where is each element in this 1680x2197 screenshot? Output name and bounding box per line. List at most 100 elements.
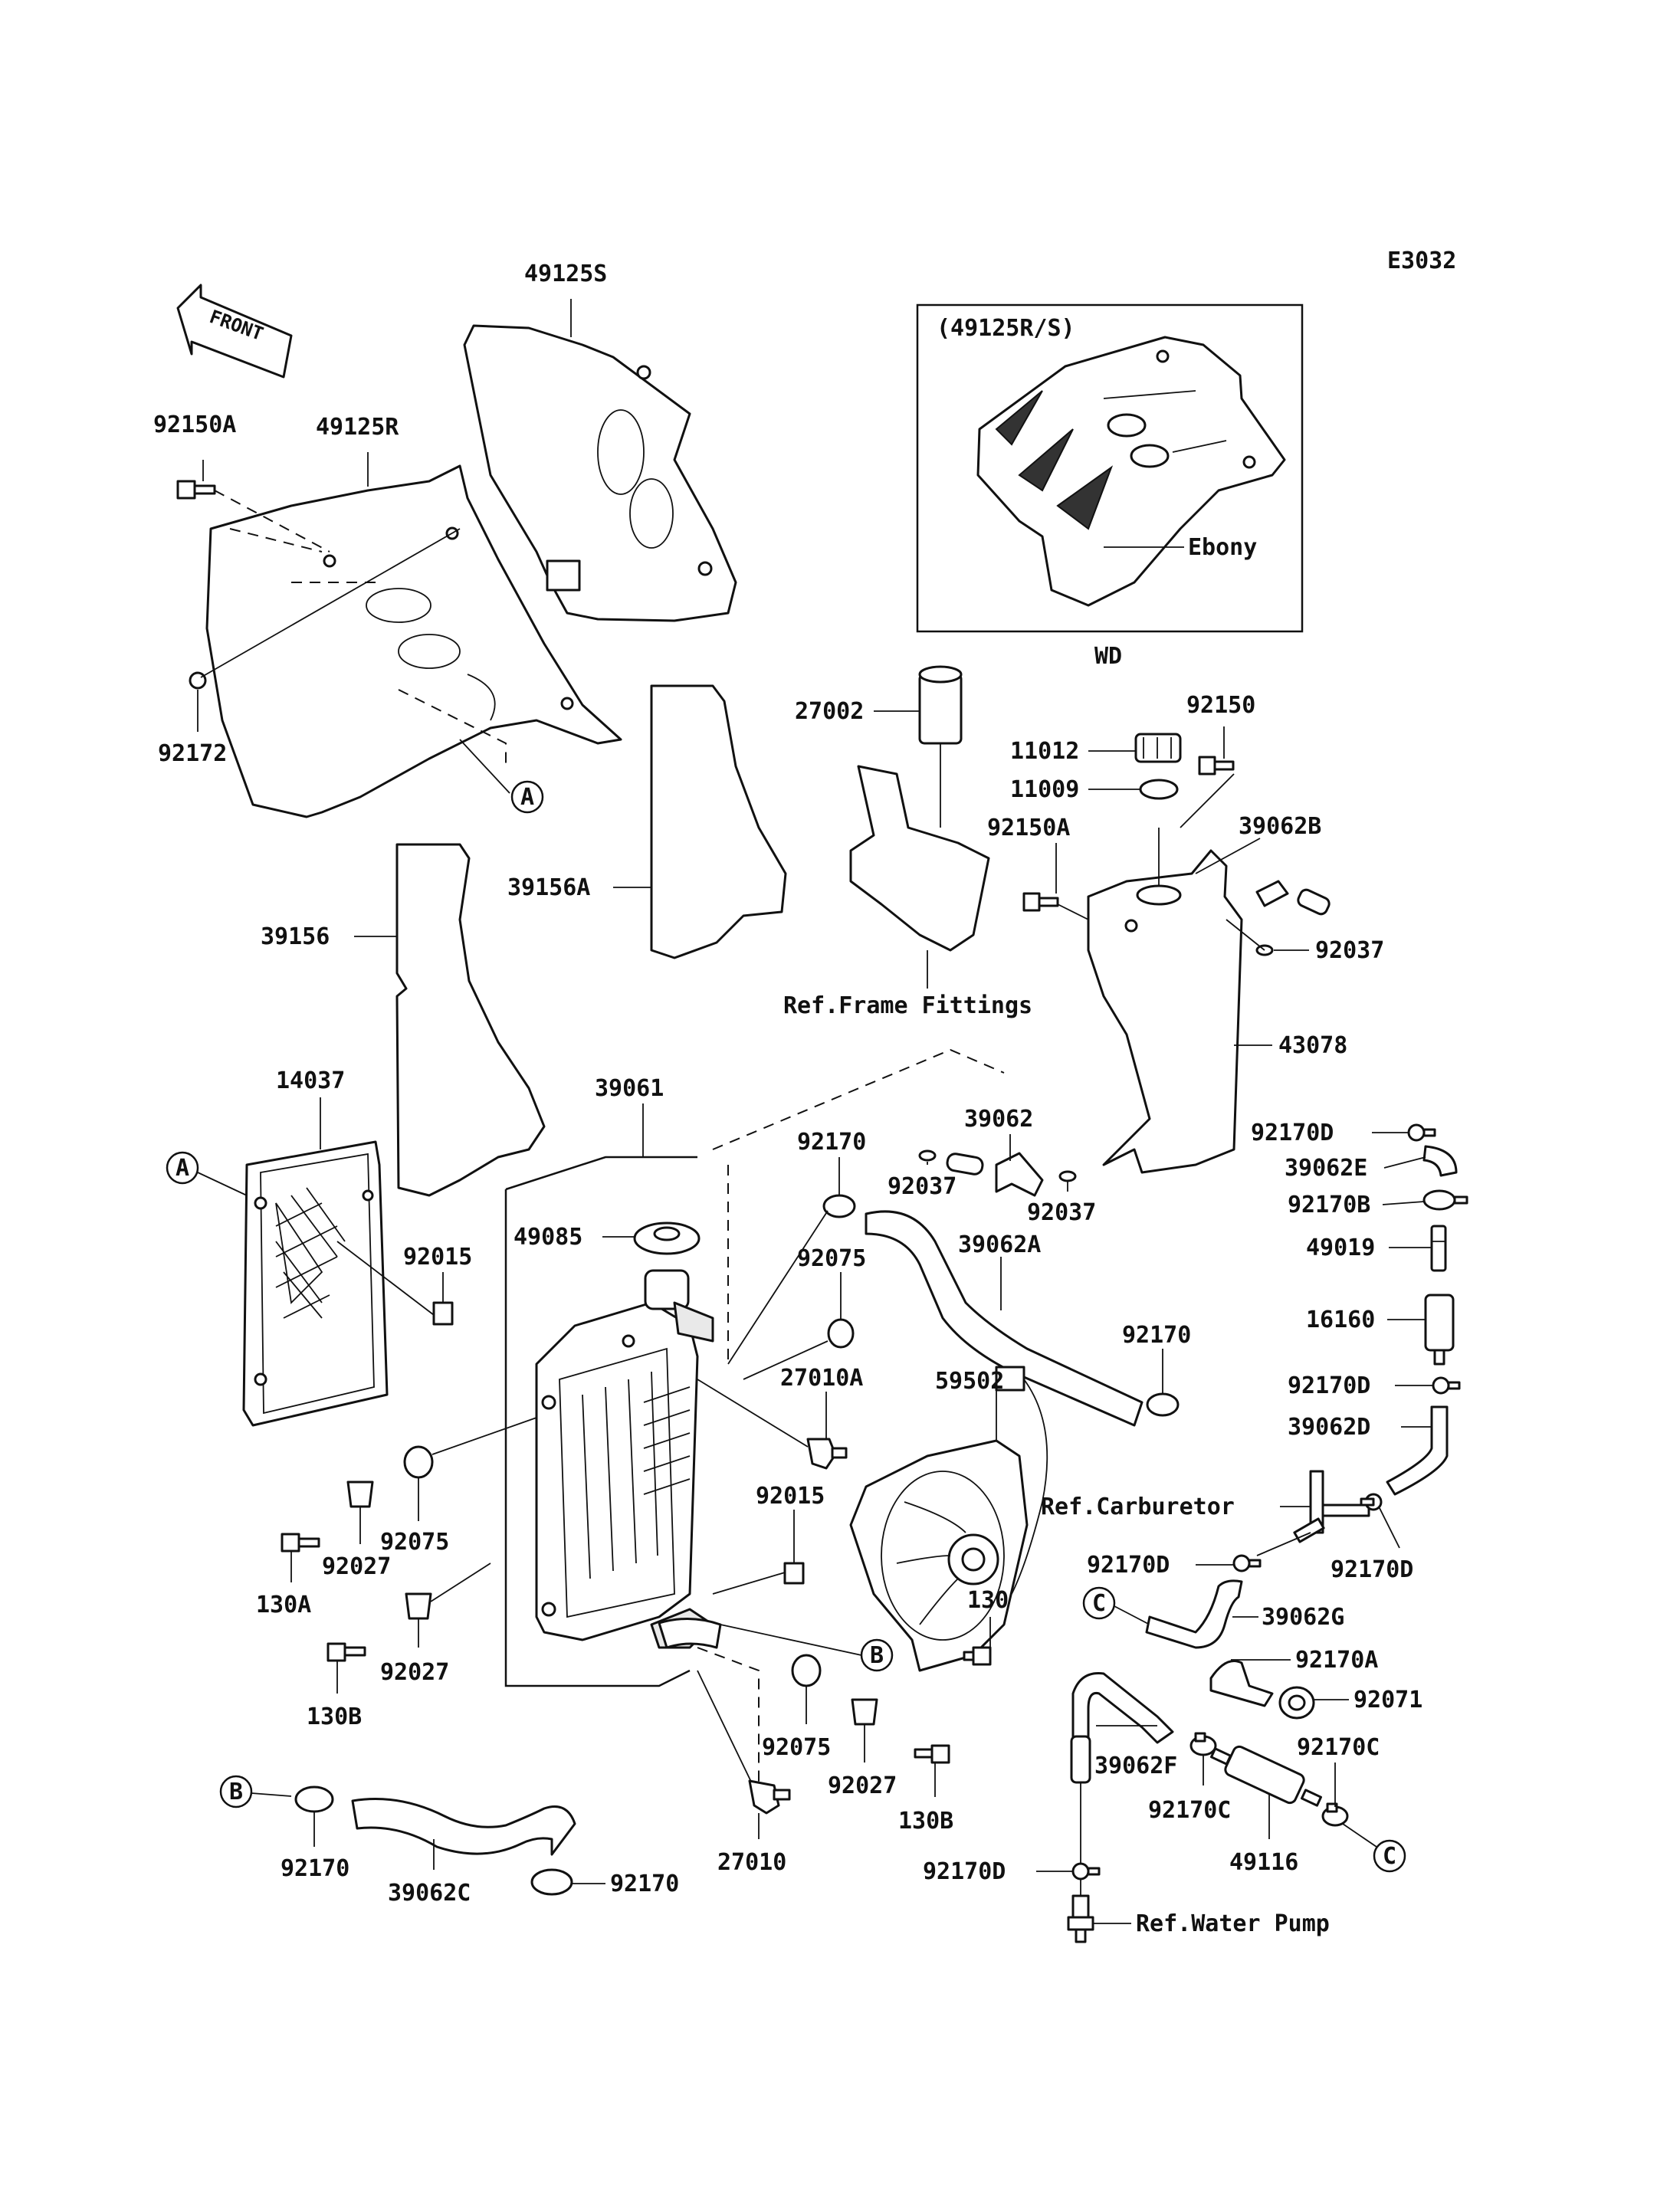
part-92170d-c: 92170D xyxy=(1331,1556,1413,1583)
screen-14037 xyxy=(242,1140,389,1427)
shroud-wd-graphic xyxy=(976,336,1286,607)
clip-92015-right xyxy=(783,1562,805,1585)
part-92027-b: 92027 xyxy=(380,1659,449,1686)
bolt-92150 xyxy=(1198,756,1235,776)
radiator-39061 xyxy=(535,1269,714,1649)
part-92170c-b: 92170C xyxy=(1297,1734,1380,1761)
part-27002: 27002 xyxy=(795,698,864,725)
grommet-92075-b xyxy=(403,1445,434,1479)
part-59502: 59502 xyxy=(935,1368,1004,1395)
radiator-cap-49085 xyxy=(633,1221,701,1255)
part-39062a: 39062A xyxy=(958,1231,1041,1258)
hose-39062e xyxy=(1422,1145,1458,1177)
frame-bracket xyxy=(849,765,990,952)
part-39062c: 39062C xyxy=(388,1880,471,1907)
hose-39062b xyxy=(1255,880,1331,916)
clamp-92170-a xyxy=(822,1194,856,1218)
part-92172: 92172 xyxy=(158,740,227,767)
part-92037-right: 92037 xyxy=(1315,937,1384,964)
clamp-92170-b xyxy=(1146,1392,1180,1417)
sensor-27010a xyxy=(806,1438,848,1470)
ref-carburetor: Ref.Carburetor xyxy=(1041,1494,1235,1520)
part-39062d: 39062D xyxy=(1288,1414,1370,1441)
callout-c-top-label: C xyxy=(1092,1590,1106,1617)
part-92015-left: 92015 xyxy=(403,1244,472,1271)
inset-color-label: Ebony xyxy=(1188,534,1257,561)
fan-59502 xyxy=(849,1366,1048,1672)
gasket-11009 xyxy=(1139,779,1179,800)
part-92170d-b: 92170D xyxy=(1288,1372,1370,1399)
grommet-92071 xyxy=(1278,1686,1315,1720)
hose-39062g xyxy=(1145,1579,1243,1649)
grommet-92075-c xyxy=(791,1654,822,1687)
part-92170a: 92170A xyxy=(1295,1647,1378,1674)
fitting-water-pump xyxy=(1067,1894,1094,1943)
part-11012: 11012 xyxy=(1010,738,1079,765)
clamp-92170a xyxy=(1209,1660,1274,1707)
part-39062f: 39062F xyxy=(1094,1753,1177,1779)
callout-a-left-label: A xyxy=(176,1155,189,1182)
part-39062b: 39062B xyxy=(1239,813,1321,840)
collar-92027-c xyxy=(851,1698,878,1726)
collar-92027-b xyxy=(405,1592,432,1620)
part-92170-b: 92170 xyxy=(1122,1322,1191,1349)
part-92170-a: 92170 xyxy=(797,1129,866,1156)
part-92037-b: 92037 xyxy=(888,1173,956,1200)
part-92075-a: 92075 xyxy=(797,1245,866,1272)
front-arrow-icon: FRONT xyxy=(176,284,293,379)
bolt-92150a-top xyxy=(176,480,216,500)
callout-b-left-label: B xyxy=(229,1779,243,1805)
part-92170-d: 92170 xyxy=(610,1871,679,1897)
callout-c-bottom-label: C xyxy=(1383,1843,1396,1870)
shroud-49125r xyxy=(205,464,622,818)
part-92071: 92071 xyxy=(1354,1687,1422,1713)
part-49019: 49019 xyxy=(1306,1235,1375,1261)
valve-49019 xyxy=(1430,1225,1447,1272)
grommet-92075-a xyxy=(827,1318,855,1349)
pad-39156a xyxy=(650,684,787,959)
part-92037-c: 92037 xyxy=(1027,1199,1096,1226)
hose-39062a xyxy=(865,1210,1144,1427)
bolt-130 xyxy=(963,1646,992,1666)
clamp-92170d-a xyxy=(1407,1123,1436,1142)
inset-frame xyxy=(916,303,1304,633)
hose-39062c xyxy=(351,1798,576,1856)
part-92150a-mid: 92150A xyxy=(987,815,1070,841)
clip-92172 xyxy=(189,671,207,690)
clamp-92170c-a xyxy=(1189,1732,1217,1756)
part-49125r: 49125R xyxy=(316,414,399,441)
part-92170d-e: 92170D xyxy=(923,1858,1006,1885)
ref-frame-fittings: Ref.Frame Fittings xyxy=(783,992,1032,1019)
ref-water-pump: Ref.Water Pump xyxy=(1136,1910,1330,1937)
bolt-92150a-mid xyxy=(1022,892,1059,912)
t-fitting-carburetor xyxy=(1293,1470,1370,1543)
part-130a: 130A xyxy=(256,1592,311,1618)
part-130b-a: 130B xyxy=(307,1703,362,1730)
part-92170d-d: 92170D xyxy=(1087,1552,1170,1579)
part-130: 130 xyxy=(967,1587,1009,1614)
part-39062: 39062 xyxy=(964,1106,1033,1133)
callout-b-left xyxy=(219,1775,253,1808)
part-92150a-top: 92150A xyxy=(153,412,236,438)
filter-16160 xyxy=(1424,1294,1455,1366)
part-92015-right: 92015 xyxy=(756,1483,825,1510)
part-49116: 49116 xyxy=(1229,1849,1298,1876)
callout-b-right-label: B xyxy=(870,1642,884,1669)
bolt-130b-b xyxy=(914,1744,950,1764)
bolt-130a xyxy=(281,1533,320,1553)
bolt-130b-a xyxy=(326,1642,366,1662)
part-27010a: 27010A xyxy=(780,1365,863,1392)
part-16160: 16160 xyxy=(1306,1307,1375,1333)
callout-a-left xyxy=(166,1151,199,1185)
relay-27002 xyxy=(918,665,963,745)
part-11009: 11009 xyxy=(1010,776,1079,803)
part-39156: 39156 xyxy=(261,923,330,950)
clamp-92170c-b xyxy=(1321,1802,1349,1827)
part-130b-b: 130B xyxy=(898,1808,953,1835)
part-92170b: 92170B xyxy=(1288,1192,1370,1218)
collar-92027-a xyxy=(346,1481,374,1508)
clip-92015-left xyxy=(432,1301,454,1326)
part-92075-c: 92075 xyxy=(762,1734,831,1761)
part-14037: 14037 xyxy=(276,1067,345,1094)
